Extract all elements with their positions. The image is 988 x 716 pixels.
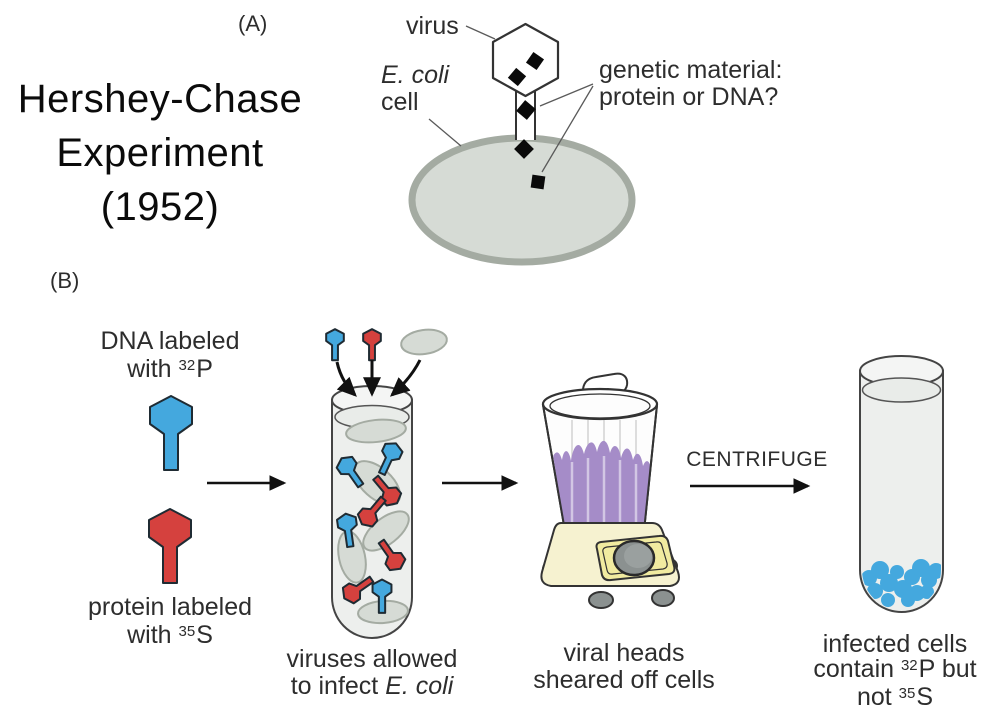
blended-liquid [549,440,653,532]
mixing-tube [331,385,413,639]
dna-phage-icon [149,395,193,471]
blender-foot [588,591,614,609]
protein-phage-icon [148,508,192,584]
centrifuge-label: CENTRIFUGE [686,448,828,471]
genetic-material-particles [507,51,546,190]
result-caption: infected cells contain 32P but not 35S [813,630,977,711]
virus-head-hexagon [491,22,560,98]
page-title: Hershey-Chase Experiment (1952) [17,77,303,229]
infection-step-caption: viruses allowed to infect E. coli [286,645,458,700]
virus-pointer-line [465,25,496,40]
ecoli-cell-label: E. coli cell [381,61,450,116]
centrifuge-tube [859,355,944,613]
ecoli-pointer-line [428,118,462,147]
blender-foot [651,589,675,607]
genetic-material-question: genetic material: protein or DNA? [599,56,783,111]
tube-contents [333,418,410,625]
blender [540,372,680,609]
blender-step-caption: viral heads sheared off cells [533,639,715,694]
panel-b-label: (B) [50,268,80,293]
items-falling-into-tube [325,328,448,397]
panel-a-label: (A) [238,11,268,36]
dna-labeled-caption: DNA labeled with 32P [100,327,240,383]
virus-label: virus [406,12,459,40]
panel-a-art [408,22,636,266]
cell-pellet [862,559,941,607]
protein-labeled-caption: protein labeled with 35S [87,593,252,649]
question-pointer-lines [539,83,594,173]
